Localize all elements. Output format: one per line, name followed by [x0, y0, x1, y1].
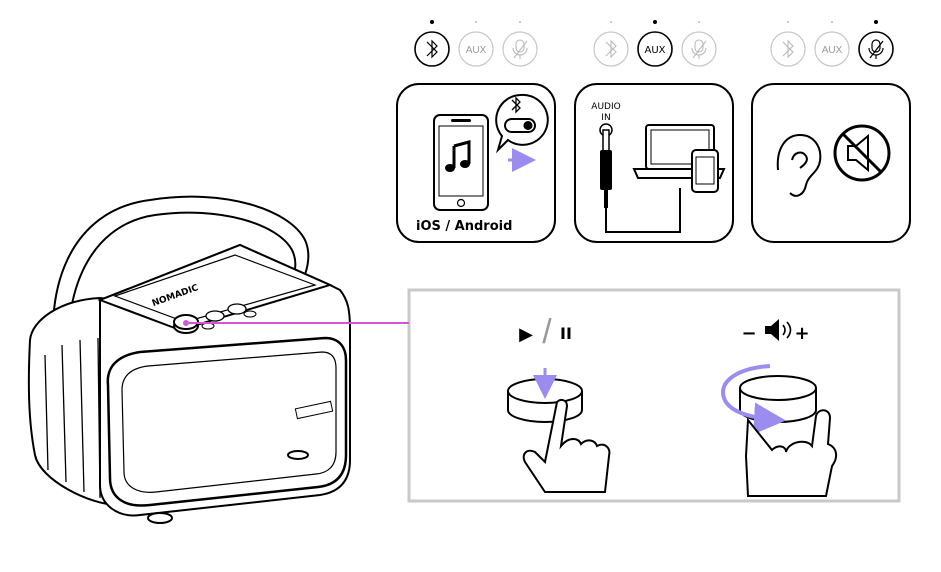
active-indicator-dot	[430, 20, 434, 24]
mute-mode-panel	[751, 83, 911, 243]
bluetooth-icon	[782, 39, 794, 59]
mic-off-icon	[868, 39, 884, 59]
laptop-icon	[632, 124, 726, 179]
rotate-knob-illustration	[721, 364, 817, 435]
mic-off-icon	[691, 39, 707, 59]
mode-group-mute: AUX	[770, 20, 894, 67]
aux-button-label: AUX	[644, 45, 665, 56]
speaker-muted-icon	[833, 124, 891, 182]
hand-grip-icon	[744, 409, 838, 497]
audio-cable	[605, 188, 681, 233]
mute-button[interactable]	[858, 31, 894, 67]
mode-group-aux: AUX	[593, 20, 717, 67]
active-indicator-dot	[874, 20, 878, 24]
smartphone-icon	[691, 149, 719, 193]
volume-minus-symbol: −	[741, 323, 756, 344]
hand-press-icon	[522, 398, 611, 493]
mode-group-bluetooth: AUX	[414, 20, 538, 67]
play-symbol: ▶	[519, 324, 533, 345]
inactive-indicator-dot	[610, 21, 612, 23]
aux-button-label: AUX	[466, 45, 487, 56]
audio-in-label-line1: AUDIO	[591, 102, 620, 112]
bluetooth-icon	[605, 39, 617, 59]
aux-button-label: AUX	[822, 45, 843, 56]
aux-mode-panel: AUDIO IN	[574, 83, 734, 243]
aux-button[interactable]	[637, 31, 673, 67]
aux-button[interactable]	[814, 31, 850, 67]
bluetooth-icon	[511, 96, 521, 114]
inactive-indicator-dot	[475, 21, 477, 23]
volume-speaker-icon	[765, 319, 792, 341]
ear-icon	[776, 133, 822, 197]
inactive-indicator-dot	[831, 21, 833, 23]
bluetooth-icon	[426, 39, 438, 59]
controls-panel: ▶ / II − +	[407, 288, 901, 503]
mic-off-icon	[512, 39, 528, 59]
aux-button[interactable]	[458, 31, 494, 67]
play-pause-separator: /	[542, 313, 552, 351]
music-note-icon	[445, 140, 471, 172]
inactive-indicator-dot	[787, 21, 789, 23]
bluetooth-mode-panel: iOS / Android	[396, 83, 556, 243]
callout-dot	[183, 320, 189, 326]
volume-plus-symbol: +	[794, 323, 809, 344]
audio-in-label-line2: IN	[601, 113, 610, 123]
mute-button[interactable]	[681, 31, 717, 67]
bluetooth-panel-caption: iOS / Android	[416, 219, 512, 234]
speaker-illustration	[27, 195, 351, 524]
audio-jack-icon	[599, 123, 613, 208]
rotate-arrow	[721, 364, 786, 435]
bluetooth-toggle-bubble	[495, 93, 549, 154]
inactive-indicator-dot	[698, 21, 700, 23]
pause-symbol: II	[560, 324, 572, 343]
mute-button[interactable]	[502, 31, 538, 67]
inactive-indicator-dot	[519, 21, 521, 23]
active-indicator-dot	[653, 20, 657, 24]
